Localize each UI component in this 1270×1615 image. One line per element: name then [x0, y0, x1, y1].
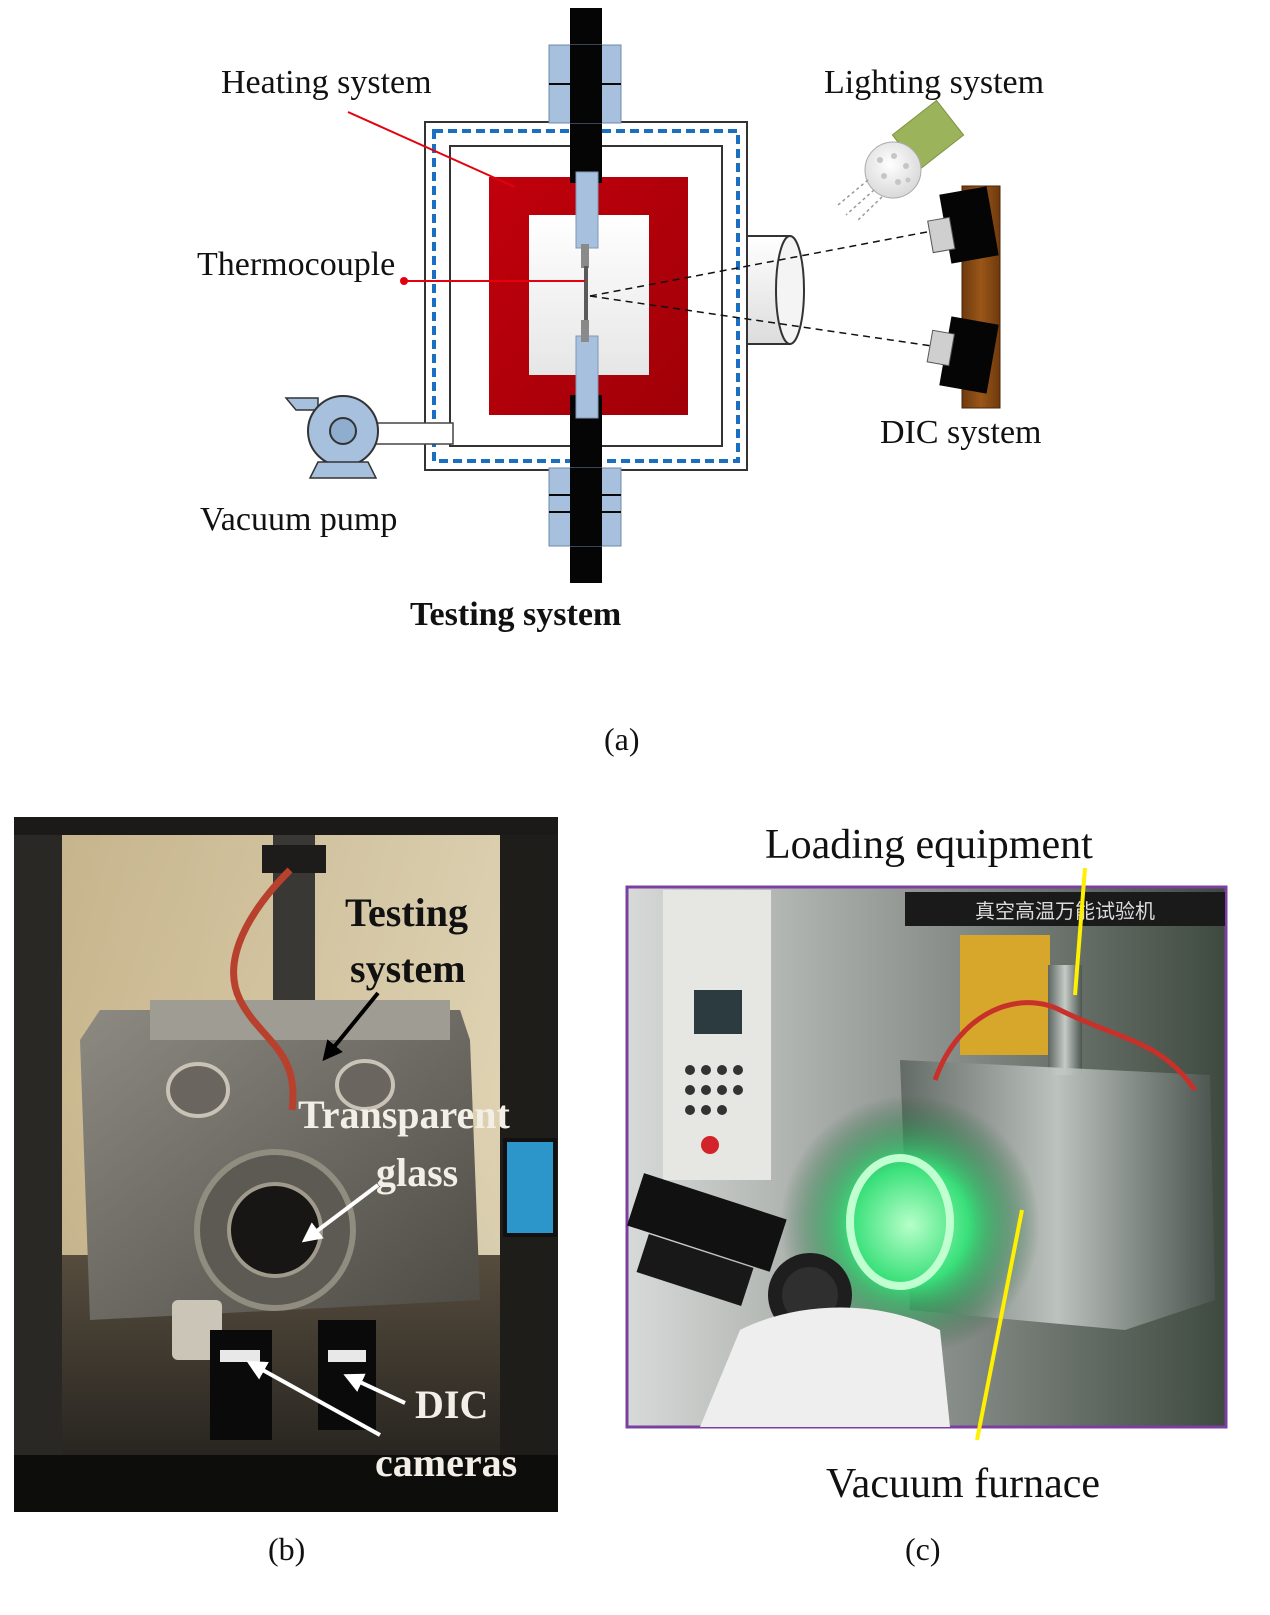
photo-b-dic-arrow-2	[343, 1373, 406, 1405]
photo-b-dic-label-1: DIC	[415, 1382, 488, 1427]
photo-c-control-cabinet	[663, 890, 771, 1180]
photo-c-furnace-pointer	[975, 1209, 1024, 1441]
lighting-system	[837, 99, 965, 223]
photo-c-machine-sign-text: 真空高温万能试验机	[975, 900, 1155, 923]
photo-c-yellow-cabinet	[960, 935, 1050, 1055]
photo-b-display	[503, 1138, 557, 1237]
photo-c-loading-pointer	[1073, 867, 1087, 996]
photo-c-loading-label: Loading equipment	[765, 822, 1093, 868]
photo-b-frame-top	[14, 817, 558, 835]
photo-b-window-glass	[227, 1182, 323, 1278]
dic-camera-lower	[926, 316, 999, 394]
dic-camera-upper	[927, 186, 999, 264]
dic-line-of-sight-upper	[589, 230, 933, 297]
photo-c-cloth	[700, 1307, 950, 1427]
photo-c-window-ring	[846, 1154, 954, 1290]
dic-system-label: DIC system	[880, 414, 1042, 451]
heating-system-pointer	[347, 111, 516, 188]
viewport-window	[746, 235, 805, 345]
photo-b-testing-label-1: Testing	[345, 890, 468, 935]
dic-system	[589, 185, 1001, 409]
thermocouple-dot	[400, 277, 408, 285]
photo-b-glass-label-1: Transparent	[298, 1092, 511, 1137]
photo-c-furnace-label: Vacuum furnace	[826, 1461, 1100, 1507]
bottom-flange	[548, 467, 622, 547]
photo-b-dic-cameras	[14, 1300, 558, 1512]
schematic-panel-a: Heating system Lighting system Thermocou…	[197, 8, 1044, 757]
panel-a-caption: (a)	[604, 721, 640, 757]
photo-c-red-tube	[932, 1000, 1198, 1092]
vacuum-pump	[284, 395, 454, 479]
panel-c-caption: (c)	[905, 1531, 941, 1567]
photo-panel-c: 真空高温万能试验机 Loading equipment Vacuum furna…	[625, 822, 1228, 1567]
photo-b-dic-arrow-1	[246, 1361, 381, 1437]
specimen	[581, 244, 589, 342]
photo-panel-b: Testing system Transparent glass DIC cam…	[14, 817, 558, 1567]
photo-b-testing-arrow	[322, 991, 380, 1062]
vacuum-pump-label: Vacuum pump	[200, 501, 397, 538]
heating-system-label: Heating system	[221, 64, 432, 101]
photo-b-cable	[230, 867, 297, 1111]
photo-b-frame-left	[14, 817, 62, 1512]
dic-line-of-sight-lower	[589, 295, 933, 347]
panel-b-caption: (b)	[268, 1531, 305, 1567]
photo-b-port-right	[335, 1059, 395, 1111]
photo-c-machine-sign	[905, 892, 1225, 926]
photo-b-port-left	[166, 1062, 230, 1118]
lower-grip	[575, 335, 599, 419]
photo-c-buttons	[685, 1065, 743, 1115]
thermocouple-label: Thermocouple	[197, 246, 395, 283]
testing-system-label: Testing system	[410, 596, 621, 633]
upper-grip	[575, 171, 599, 249]
lighting-system-label: Lighting system	[824, 64, 1044, 101]
photo-b-dic-label-2: cameras	[375, 1440, 517, 1485]
top-flange	[548, 44, 622, 124]
photo-b-glass-label-2: glass	[376, 1150, 458, 1195]
photo-b-testing-label-2: system	[350, 946, 466, 991]
photo-b-glass-arrow	[301, 1183, 380, 1243]
